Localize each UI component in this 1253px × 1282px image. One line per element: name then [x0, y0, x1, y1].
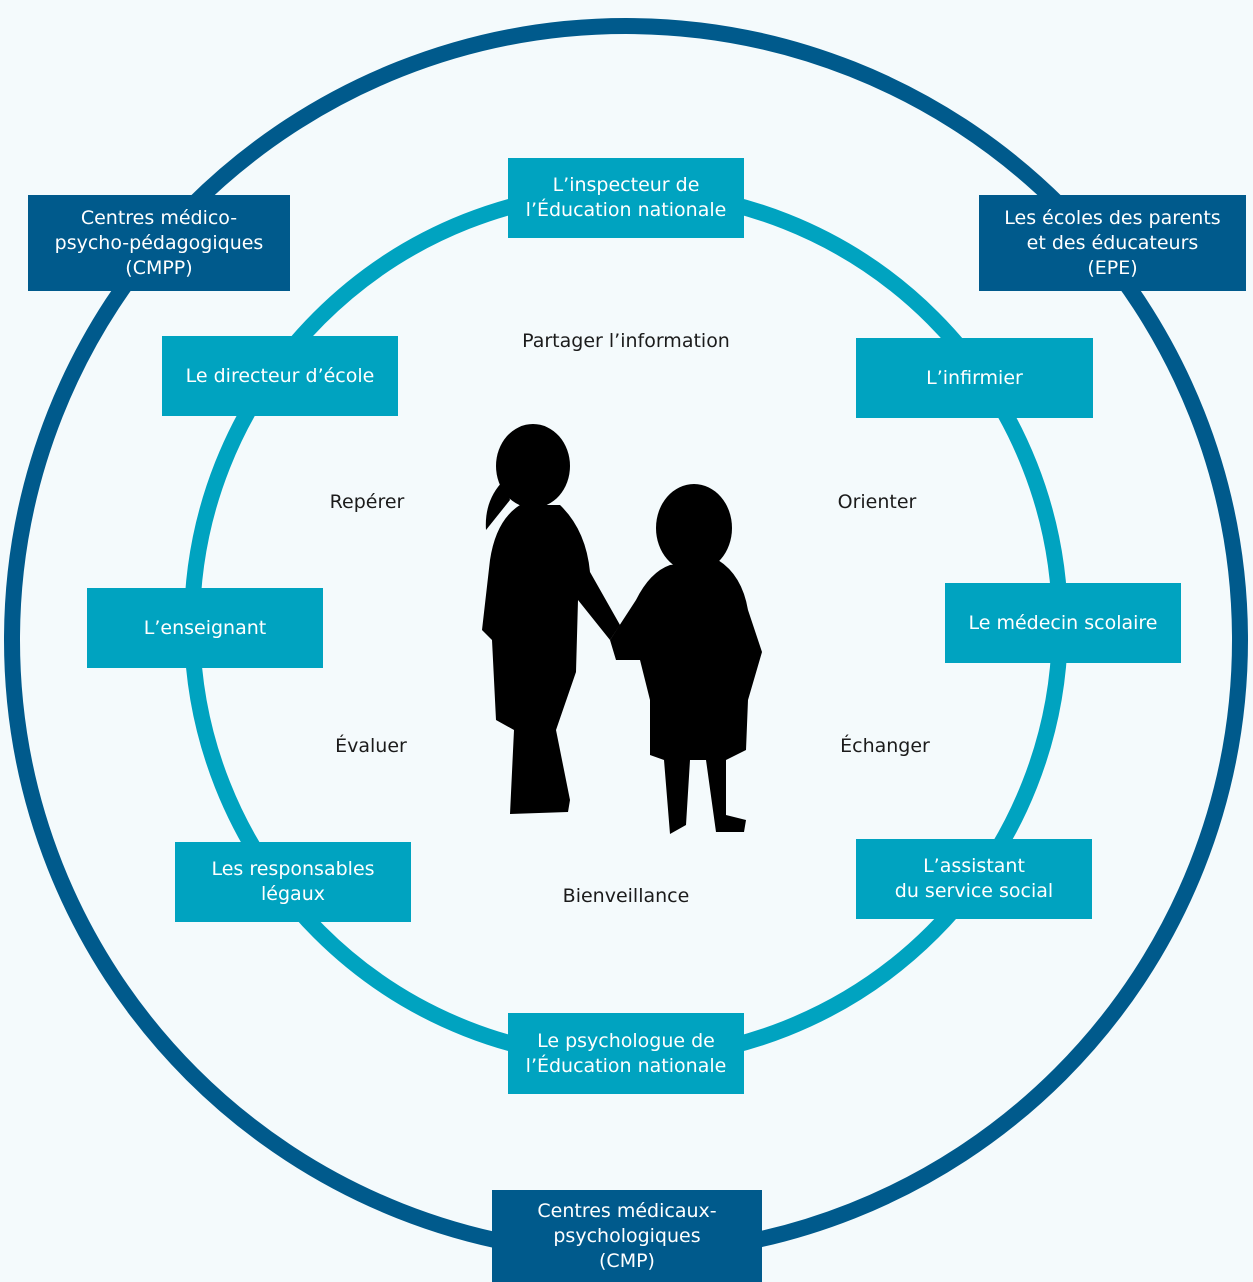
label-partager: Partager l’information — [522, 330, 730, 352]
node-inspecteur: L’inspecteur de l’Éducation nationale — [508, 158, 744, 238]
label-bienveillance: Bienveillance — [562, 885, 690, 907]
node-responsables: Les responsables légaux — [175, 842, 411, 922]
node-cmpp: Centres médico- psycho-pédagogiques (CMP… — [28, 195, 290, 291]
node-infirmier: L’infirmier — [856, 338, 1093, 418]
label-evaluer: Évaluer — [335, 735, 407, 757]
node-cmp: Centres médicaux- psychologiques (CMP) — [492, 1190, 762, 1282]
node-medecin: Le médecin scolaire — [945, 583, 1181, 663]
node-directeur: Le directeur d’école — [162, 336, 398, 416]
node-epe: Les écoles des parents et des éducateurs… — [979, 195, 1246, 291]
node-psychologue: Le psychologue de l’Éducation nationale — [508, 1013, 744, 1094]
label-reperer: Repérer — [329, 491, 405, 513]
node-enseignant: L’enseignant — [87, 588, 323, 668]
label-orienter: Orienter — [837, 491, 917, 513]
node-assistant: L’assistant du service social — [856, 839, 1092, 919]
children-silhouette-icon — [482, 424, 762, 834]
label-echanger: Échanger — [840, 735, 930, 757]
